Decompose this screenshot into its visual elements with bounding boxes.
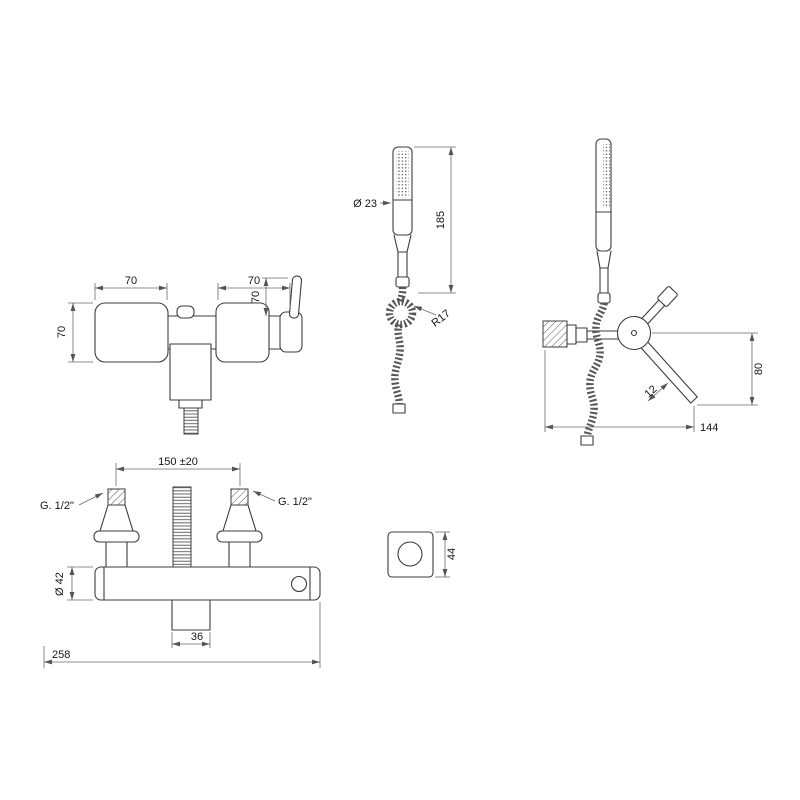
dim-front-left-plate-width: 70	[94, 275, 168, 300]
label-right-inlet-thread: G. 1/2"	[252, 490, 312, 508]
left-inlet	[93, 488, 140, 568]
handshower-nut-side	[597, 292, 611, 304]
dim-label: 70	[125, 275, 137, 287]
wall-bracket-view: 44	[387, 531, 458, 578]
handle-body	[279, 311, 303, 353]
dim-label: Ø 23	[353, 198, 377, 210]
dim-spout-block-width: 36	[171, 631, 211, 648]
hose-stub	[183, 407, 199, 435]
dim-overall-width: 258	[43, 602, 321, 668]
thread-label: G. 1/2"	[40, 500, 74, 512]
dim-hose-bend-radius: R17	[413, 305, 453, 330]
dim-side-spout-width: 12	[642, 382, 669, 402]
dim-front-right-plate-width: 70	[217, 275, 291, 308]
lever-handle	[288, 275, 303, 319]
dim-label: 258	[52, 649, 70, 661]
body-stem	[586, 330, 620, 340]
union-nut	[575, 327, 588, 343]
inlet-flange	[216, 530, 263, 543]
mixer-body-plan	[94, 566, 321, 601]
dim-side-spout-drop: 80	[652, 332, 765, 406]
dim-label: Ø 42	[54, 572, 66, 596]
dim-side-depth: 144	[544, 350, 718, 434]
dim-inlet-spacing: 150 ±20	[115, 456, 241, 486]
side-view: 80 144 12	[542, 138, 765, 446]
hose	[391, 323, 404, 407]
body-axis	[630, 329, 638, 337]
spray-face-side	[603, 144, 610, 208]
dim-label: 70	[250, 291, 262, 303]
dim-label: 12	[642, 383, 659, 400]
dim-front-handle-height: 70	[250, 277, 288, 316]
dim-handshower-length: 185	[414, 146, 456, 294]
dim-label: 144	[700, 422, 718, 434]
mixer-body-side	[616, 315, 652, 351]
inlet-union	[107, 488, 126, 506]
spout-block	[169, 343, 212, 401]
temp-knob-plan	[290, 575, 308, 593]
dim-bracket-size: 44	[435, 531, 458, 578]
hand-shower-view: Ø 23 185 R17	[353, 146, 456, 414]
wall-section	[542, 320, 568, 348]
thread-label: G. 1/2"	[278, 496, 312, 508]
dim-label: 150 ±20	[158, 456, 198, 468]
plan-view: 150 ±20 G. 1/2" G. 1/2" Ø 42 36 258	[40, 456, 321, 668]
inlet-union	[230, 488, 249, 506]
dim-label: 70	[56, 326, 68, 338]
diverter-knob	[176, 305, 195, 319]
hose-end-nut	[392, 403, 406, 414]
handshower-tube-side	[599, 267, 609, 294]
holder-clamp	[657, 286, 678, 307]
handshower-nut	[395, 276, 410, 288]
dim-label: 70	[248, 275, 260, 287]
dim-label: 36	[191, 631, 203, 643]
hose-connector	[178, 399, 203, 409]
front-view: 70 70 70 70	[56, 275, 303, 435]
hose-bend	[396, 286, 407, 303]
dim-label: R17	[430, 308, 453, 330]
dim-handshower-diameter: Ø 23	[353, 198, 391, 210]
handshower-tube	[397, 251, 408, 278]
hose-end-nut-side	[580, 435, 594, 446]
hose-loop	[385, 297, 417, 329]
dim-front-plate-height: 70	[56, 302, 93, 363]
left-escutcheon	[94, 302, 169, 363]
dim-label: 80	[753, 363, 765, 375]
spray-face	[396, 151, 409, 198]
dim-body-diameter: Ø 42	[54, 566, 93, 601]
dim-label: 44	[446, 548, 458, 560]
spout-block-plan	[171, 599, 211, 631]
label-left-inlet-thread: G. 1/2"	[40, 492, 104, 512]
hose-plan	[172, 486, 192, 568]
inlet-flange	[93, 530, 140, 543]
hose-side	[583, 302, 608, 439]
right-inlet	[216, 488, 263, 568]
right-escutcheon	[215, 302, 270, 363]
dim-label: 185	[435, 211, 447, 229]
bracket-hole	[397, 541, 423, 567]
wall-flange	[566, 324, 577, 345]
